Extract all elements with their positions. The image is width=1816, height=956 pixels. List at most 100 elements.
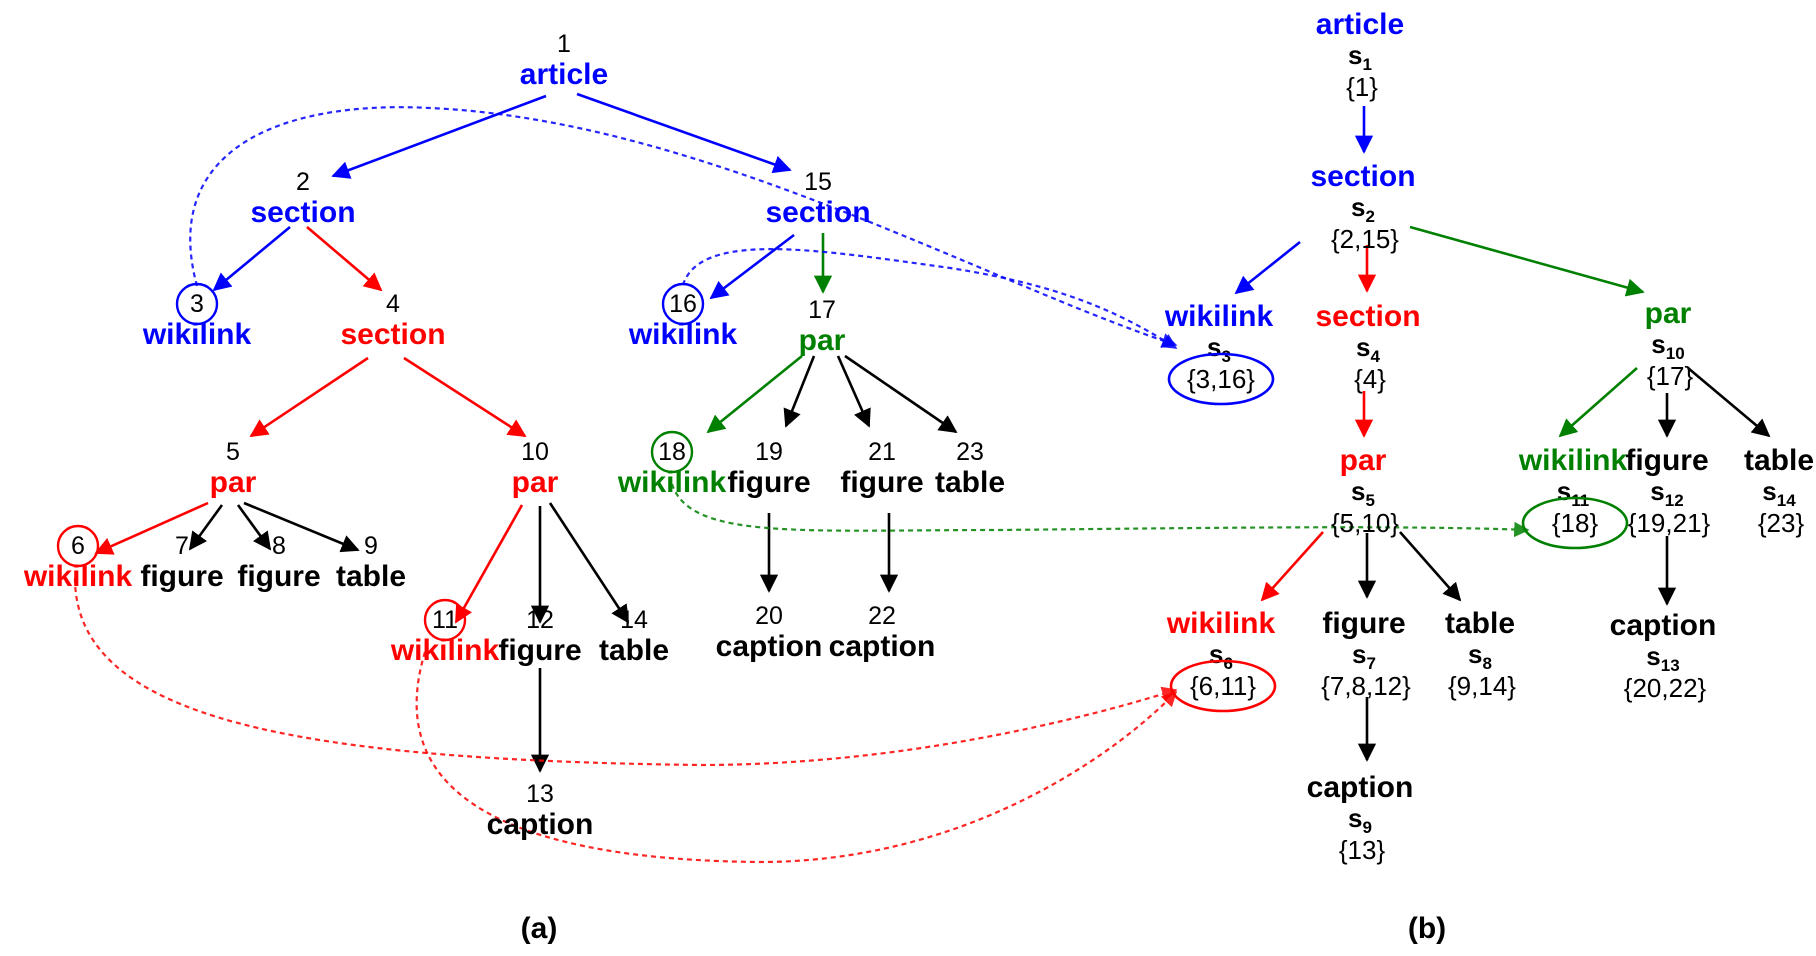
node-number: 14 (620, 606, 648, 634)
sid-letter: s (1348, 803, 1362, 833)
node-sid: s4 (1356, 332, 1380, 366)
node-label: figure (140, 560, 223, 593)
node-set: {1} (1346, 72, 1378, 102)
node-label: par (210, 466, 257, 499)
node-sid: s11 (1557, 476, 1589, 510)
node-highlight-ellipse (1167, 352, 1275, 406)
sid-subscript: 10 (1666, 344, 1685, 363)
node-sid: s14 (1762, 476, 1796, 510)
edge-a-4-5 (249, 356, 369, 438)
sid-subscript: 12 (1665, 491, 1684, 510)
node-number: 23 (956, 438, 984, 466)
node-set: {9,14} (1448, 671, 1516, 701)
node-label: section (250, 196, 355, 229)
node-label: figure (1322, 607, 1405, 640)
edge-b-2-3 (1234, 240, 1301, 295)
node-label: article (1316, 8, 1404, 41)
node-highlight-ellipse (1169, 659, 1277, 713)
node-sid: s6 (1209, 639, 1233, 673)
edge-b-10-14 (1687, 367, 1771, 438)
mapping-a11-b6 (415, 651, 1178, 864)
node-number: 2 (296, 168, 310, 196)
node-label: section (1310, 160, 1415, 193)
sid-subscript: 3 (1222, 347, 1231, 366)
sid-subscript: 8 (1483, 654, 1492, 673)
edges-layer (94, 92, 1771, 773)
node-highlight-circle (661, 282, 705, 326)
edge-b-2-10 (1409, 225, 1645, 297)
edge-a-5-7 (188, 504, 224, 551)
node-label: wikilink (628, 318, 738, 351)
sid-letter: s (1348, 40, 1362, 70)
node-label: figure (840, 466, 923, 499)
node-label: par (1645, 297, 1692, 330)
node-label: wikilink (390, 634, 500, 667)
node-sid: s5 (1351, 476, 1375, 510)
sid-letter: s (1351, 476, 1365, 506)
node-label: wikilink (1166, 607, 1276, 640)
sid-subscript: 7 (1367, 654, 1376, 673)
edge-a-17-19 (783, 355, 816, 428)
node-number: 20 (755, 602, 783, 630)
sid-letter: s (1762, 476, 1776, 506)
edge-a-2-4 (306, 226, 383, 292)
sid-letter: s (1209, 639, 1223, 669)
panel-b-caption: (b) (1408, 912, 1446, 945)
edge-a-10-11 (454, 504, 524, 624)
node-label: figure (1625, 444, 1708, 477)
node-label: wikilink (142, 318, 252, 351)
node-label: caption (1610, 609, 1717, 642)
node-label: caption (1307, 771, 1414, 804)
sid-subscript: 14 (1777, 491, 1796, 510)
sid-letter: s (1352, 639, 1366, 669)
node-sid: s1 (1348, 40, 1372, 74)
sid-letter: s (1351, 192, 1365, 222)
node-label: section (340, 318, 445, 351)
edge-a-15-16 (709, 233, 795, 300)
edge-a-1-2 (331, 94, 547, 179)
node-highlight-ellipse (1521, 496, 1629, 550)
node-sid: s7 (1352, 639, 1376, 673)
node-label: wikilink (617, 466, 727, 499)
sid-subscript: 4 (1371, 347, 1381, 366)
edge-a-5-6 (94, 501, 209, 555)
node-label: par (512, 466, 559, 499)
node-number: 8 (272, 532, 286, 560)
node-label: figure (237, 560, 320, 593)
sid-letter: s (1468, 639, 1482, 669)
edge-b-5-6 (1260, 531, 1324, 602)
node-highlight-circle (650, 430, 694, 474)
panel-a-caption: (a) (521, 912, 558, 945)
sid-subscript: 2 (1366, 207, 1375, 226)
node-label: figure (498, 634, 581, 667)
node-number: 16 (669, 290, 697, 318)
node-label: table (336, 560, 406, 593)
sid-letter: s (1650, 476, 1664, 506)
edge-a-2-3 (212, 225, 291, 292)
edge-a-5-9 (243, 501, 360, 553)
node-label: section (765, 196, 870, 229)
node-number: 11 (432, 606, 458, 634)
node-number: 10 (521, 438, 549, 466)
sid-subscript: 13 (1661, 656, 1680, 675)
node-sid: s2 (1351, 192, 1375, 226)
node-highlight-circle (56, 524, 100, 568)
